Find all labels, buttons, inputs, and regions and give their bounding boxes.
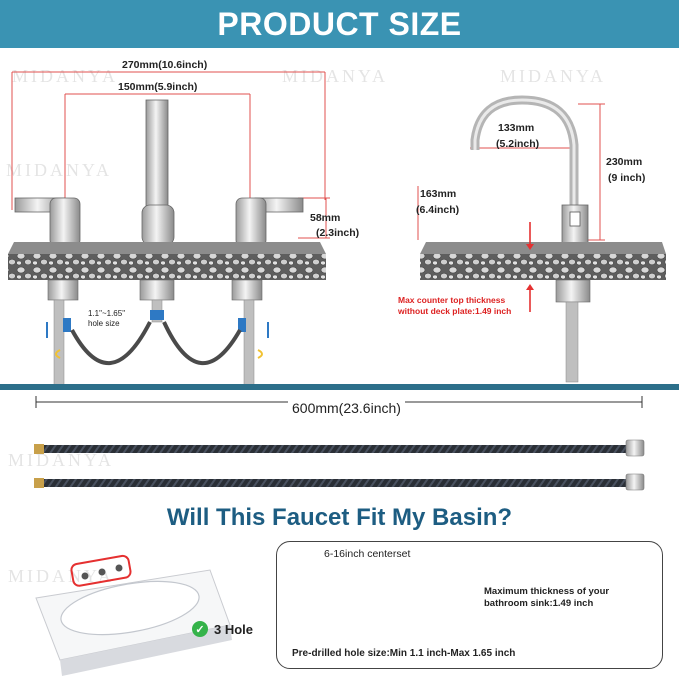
hole-size-line2: hole size bbox=[88, 319, 120, 328]
overall-width-label: 270mm(10.6inch) bbox=[122, 59, 208, 71]
height-in: (9 inch) bbox=[608, 172, 646, 184]
reach-in: (5.2inch) bbox=[496, 138, 540, 150]
hose-nut bbox=[625, 439, 645, 457]
hose-nut bbox=[625, 473, 645, 491]
braided-hose bbox=[44, 479, 630, 487]
hole-size-label: 1.1"~1.65" hole size bbox=[88, 309, 125, 329]
faucet-hole bbox=[115, 564, 123, 572]
basin-front bbox=[60, 625, 232, 676]
counter-top bbox=[420, 242, 666, 254]
mixing-hose bbox=[162, 321, 242, 365]
mixing-hose bbox=[70, 321, 152, 365]
counter-note-line2: without deck plate:1.49 inch bbox=[398, 306, 512, 316]
handle-height-mm: 58mm bbox=[310, 212, 341, 224]
max-thickness-line1: Maximum thickness of your bbox=[484, 586, 610, 597]
supply-line bbox=[53, 299, 65, 386]
supply-line bbox=[565, 301, 579, 383]
gooseneck-highlight bbox=[473, 98, 576, 212]
braided-hose bbox=[44, 445, 630, 453]
counter-top bbox=[8, 242, 326, 254]
right-handle bbox=[235, 197, 267, 247]
hose-fitting bbox=[34, 444, 44, 454]
faucet-hole bbox=[81, 572, 89, 580]
connector bbox=[150, 310, 164, 320]
thickness-arrow-icon bbox=[526, 244, 534, 250]
faucet-hole bbox=[98, 568, 106, 576]
counter-thickness-note: Max counter top thickness without deck p… bbox=[398, 295, 511, 317]
center-valve bbox=[139, 279, 175, 301]
reach-mm: 133mm bbox=[498, 122, 535, 134]
hole-size-line1: 1.1"~1.65" bbox=[88, 309, 126, 318]
connector bbox=[238, 318, 246, 332]
max-thickness-line2: bathroom sink:1.49 inch bbox=[484, 598, 594, 609]
connector bbox=[63, 318, 71, 332]
hole-highlight bbox=[70, 554, 132, 587]
center-width-label: 150mm(5.9inch) bbox=[118, 81, 198, 93]
handle-height-in: (2.3inch) bbox=[316, 227, 360, 239]
swirl-icon bbox=[257, 349, 263, 359]
outlet-mm: 163mm bbox=[420, 188, 457, 200]
thickness-arrow-icon bbox=[526, 284, 534, 290]
centerset-label: 6-16inch centerset bbox=[324, 548, 411, 560]
fit-info-panel bbox=[276, 541, 663, 669]
three-hole-label: 3 Hole bbox=[214, 621, 254, 637]
check-icon: ✓ bbox=[192, 621, 208, 637]
page-title: PRODUCT SIZE bbox=[217, 5, 462, 42]
spout-body bbox=[145, 99, 169, 211]
gooseneck-spout bbox=[470, 95, 579, 212]
basin-bowl bbox=[60, 580, 200, 636]
spout-window bbox=[569, 211, 581, 227]
hose-length-label: 600mm(23.6inch) bbox=[288, 400, 405, 416]
header-banner: PRODUCT SIZE bbox=[0, 0, 679, 48]
supply-line bbox=[243, 299, 255, 386]
counter-pebbles bbox=[420, 254, 666, 280]
spout-base bbox=[141, 204, 175, 246]
counter-note-line1: Max counter top thickness bbox=[398, 295, 506, 305]
height-mm: 230mm bbox=[606, 156, 643, 168]
right-valve bbox=[231, 279, 263, 301]
outlet-in: (6.4inch) bbox=[416, 204, 460, 216]
counter-pebbles bbox=[8, 254, 326, 280]
swirl-icon bbox=[55, 349, 61, 359]
fit-question-title: Will This Faucet Fit My Basin? bbox=[166, 504, 513, 531]
section-divider bbox=[0, 384, 679, 390]
predrilled-hole-label: Pre-drilled hole size:Min 1.1 inch-Max 1… bbox=[292, 648, 516, 659]
left-handle bbox=[49, 197, 81, 247]
three-hole-badge: ✓ 3 Hole bbox=[192, 621, 253, 637]
mount-nut bbox=[555, 279, 591, 303]
left-valve bbox=[47, 279, 79, 301]
max-thickness-note: Maximum thickness of your bathroom sink:… bbox=[484, 586, 609, 610]
hose-fitting bbox=[34, 478, 44, 488]
